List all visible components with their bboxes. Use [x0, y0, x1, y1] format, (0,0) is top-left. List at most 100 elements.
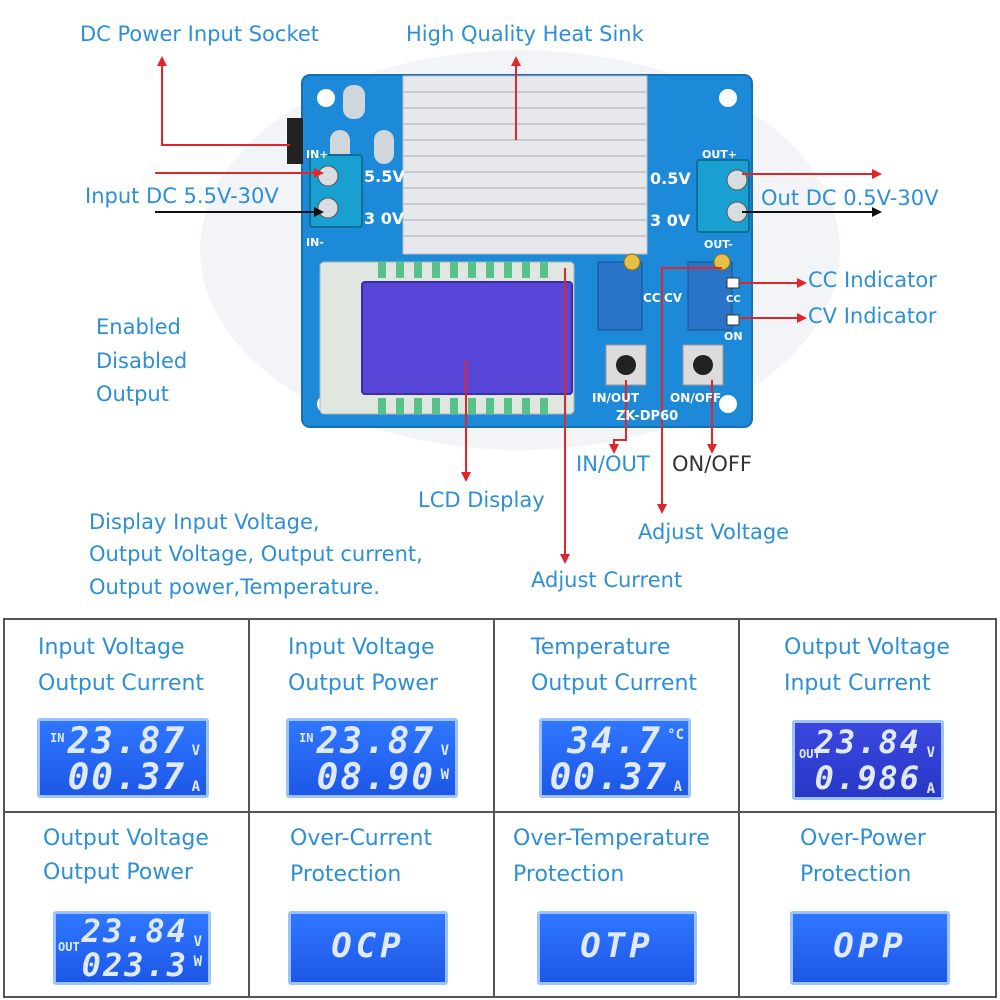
lcd-pins-top — [378, 262, 548, 278]
lcd-row1: 34.7 — [567, 721, 662, 762]
terminal-screw — [317, 197, 339, 219]
lcd-readout: OUT 23.84 V 023.3 W — [53, 911, 211, 985]
label-enabled: Enabled — [96, 315, 181, 339]
lcd-unit2: W — [193, 954, 202, 970]
label-on-off: ON/OFF — [672, 452, 753, 476]
mode-title: Over-Temperature — [513, 826, 710, 851]
lcd-row1: 23.87 — [67, 721, 186, 762]
silk-cc: CC — [643, 291, 661, 305]
silk-in-minus: IN- — [306, 236, 324, 249]
silk-btn-in-out: IN/OUT — [592, 391, 640, 405]
mode-cell: Input Voltage Output Current IN 23.87 V … — [5, 620, 250, 813]
silk-out-minus: OUT- — [704, 238, 733, 251]
mount-hole — [719, 395, 737, 413]
label-output: Output — [96, 382, 169, 406]
lcd-readout: OCP — [288, 911, 448, 985]
cv-led — [726, 314, 740, 326]
mode-title: Temperature — [531, 635, 671, 660]
mode-title: Output Current — [38, 671, 205, 696]
button-cap — [693, 355, 713, 375]
lcd-readout: OUT 23.84 V 0.986 A — [792, 720, 944, 800]
silk-btn-on-off: ON/OFF — [670, 391, 721, 405]
lcd-unit2: A — [191, 779, 200, 795]
mode-title: Input Voltage — [38, 635, 185, 660]
socket-pad — [374, 130, 394, 164]
lcd-unit1: °C — [667, 727, 684, 743]
leader-lines — [155, 56, 882, 564]
current-potentiometer — [597, 261, 643, 331]
board-illustration: IN+ IN- 5.5V 3 0V OUT+ OUT- 0.5V 3 0V CC… — [155, 50, 882, 564]
silk-in-plus: IN+ — [306, 148, 329, 161]
display-modes-grid: Input Voltage Output Current IN 23.87 V … — [3, 618, 997, 998]
lcd-row1: 23.84 — [814, 723, 921, 761]
label-lcd-display: LCD Display — [418, 488, 545, 512]
lcd-tag: OUT — [58, 940, 80, 954]
mode-title: Protection — [290, 862, 402, 887]
label-out-dc: Out DC 0.5V-30V — [761, 186, 939, 210]
lcd-readout: OPP — [790, 911, 950, 985]
mode-title: Over-Current — [290, 826, 433, 851]
lcd-row2: 0.986 — [814, 759, 921, 797]
lcd-readout: IN 23.87 V 08.90 W — [286, 718, 458, 798]
mode-cell: Output Voltage Output Power OUT 23.84 V … — [5, 813, 250, 996]
button-cap — [616, 355, 636, 375]
dc-socket — [287, 118, 303, 164]
mount-hole — [317, 89, 335, 107]
silk-model: ZK-DP60 — [616, 409, 678, 424]
label-display-line1: Display Input Voltage, — [89, 510, 320, 534]
mode-title: Output Voltage — [43, 826, 209, 851]
lcd-unit1: V — [440, 743, 449, 759]
lcd-message: OPP — [833, 926, 907, 966]
pot-screw — [623, 253, 641, 271]
lcd-unit2: A — [673, 779, 682, 795]
lcd-row1: 23.87 — [316, 721, 435, 762]
lcd-row2: 08.90 — [316, 757, 435, 798]
lcd-row2: 00.37 — [549, 757, 668, 798]
mode-title: Output Voltage — [784, 635, 950, 660]
silk-cv: CV — [664, 291, 683, 305]
label-cv-indicator: CV Indicator — [808, 304, 937, 328]
mode-cell: Temperature Output Current 34.7 °C 00.37… — [495, 620, 740, 813]
lcd-readout: IN 23.87 V 00.37 A — [37, 718, 209, 798]
mode-title: Output Current — [531, 671, 698, 696]
silkscreen: IN+ IN- 5.5V 3 0V OUT+ OUT- 0.5V 3 0V CC… — [306, 148, 743, 424]
mode-cell: Output Voltage Input Current OUT 23.84 V… — [740, 620, 995, 813]
lcd-row2: 00.37 — [67, 757, 186, 798]
lcd-tag: OUT — [799, 747, 821, 761]
label-cc-indicator: CC Indicator — [808, 268, 937, 292]
heat-sink — [402, 75, 648, 255]
lcd-message: OTP — [580, 926, 654, 966]
mount-hole — [719, 89, 737, 107]
label-display-line2: Output Voltage, Output current, — [89, 542, 423, 566]
cc-led — [726, 277, 740, 289]
lcd-unit1: V — [191, 743, 200, 759]
label-in-out: IN/OUT — [576, 452, 650, 476]
lcd-unit1: V — [926, 745, 935, 761]
mode-cell: Input Voltage Output Power IN 23.87 V 08… — [250, 620, 495, 813]
lcd-tag: IN — [50, 731, 65, 745]
label-disabled: Disabled — [96, 349, 188, 373]
silk-out-v2: 3 0V — [650, 211, 691, 230]
lcd-pins-bottom — [378, 398, 548, 414]
mode-cell: Over-Power Protection OPP — [740, 813, 995, 996]
mode-title: Protection — [800, 862, 912, 887]
mode-title: Output Power — [288, 671, 438, 696]
mode-title: Protection — [513, 862, 625, 887]
lcd-row1: 23.84 — [81, 912, 188, 950]
lcd-readout: 34.7 °C 00.37 A — [539, 718, 691, 798]
lcd-unit2: W — [440, 767, 449, 783]
silk-cc-led: CC — [726, 294, 741, 305]
silk-in-v2: 3 0V — [364, 209, 405, 228]
label-heat-sink: High Quality Heat Sink — [406, 22, 644, 46]
lcd-readout: OTP — [537, 911, 697, 985]
input-terminal — [309, 154, 363, 228]
mode-title: Input Current — [784, 671, 931, 696]
mode-title: Input Voltage — [288, 635, 435, 660]
board-diagram: IN+ IN- 5.5V 3 0V OUT+ OUT- 0.5V 3 0V CC… — [80, 22, 939, 599]
mode-title: Output Power — [43, 860, 193, 885]
label-dc-socket: DC Power Input Socket — [80, 22, 320, 46]
mode-cell: Over-Current Protection OCP — [250, 813, 495, 996]
lcd-unit2: A — [926, 781, 935, 797]
label-display-line3: Output power,Temperature. — [89, 575, 380, 599]
silk-in-v1: 5.5V — [364, 167, 405, 186]
